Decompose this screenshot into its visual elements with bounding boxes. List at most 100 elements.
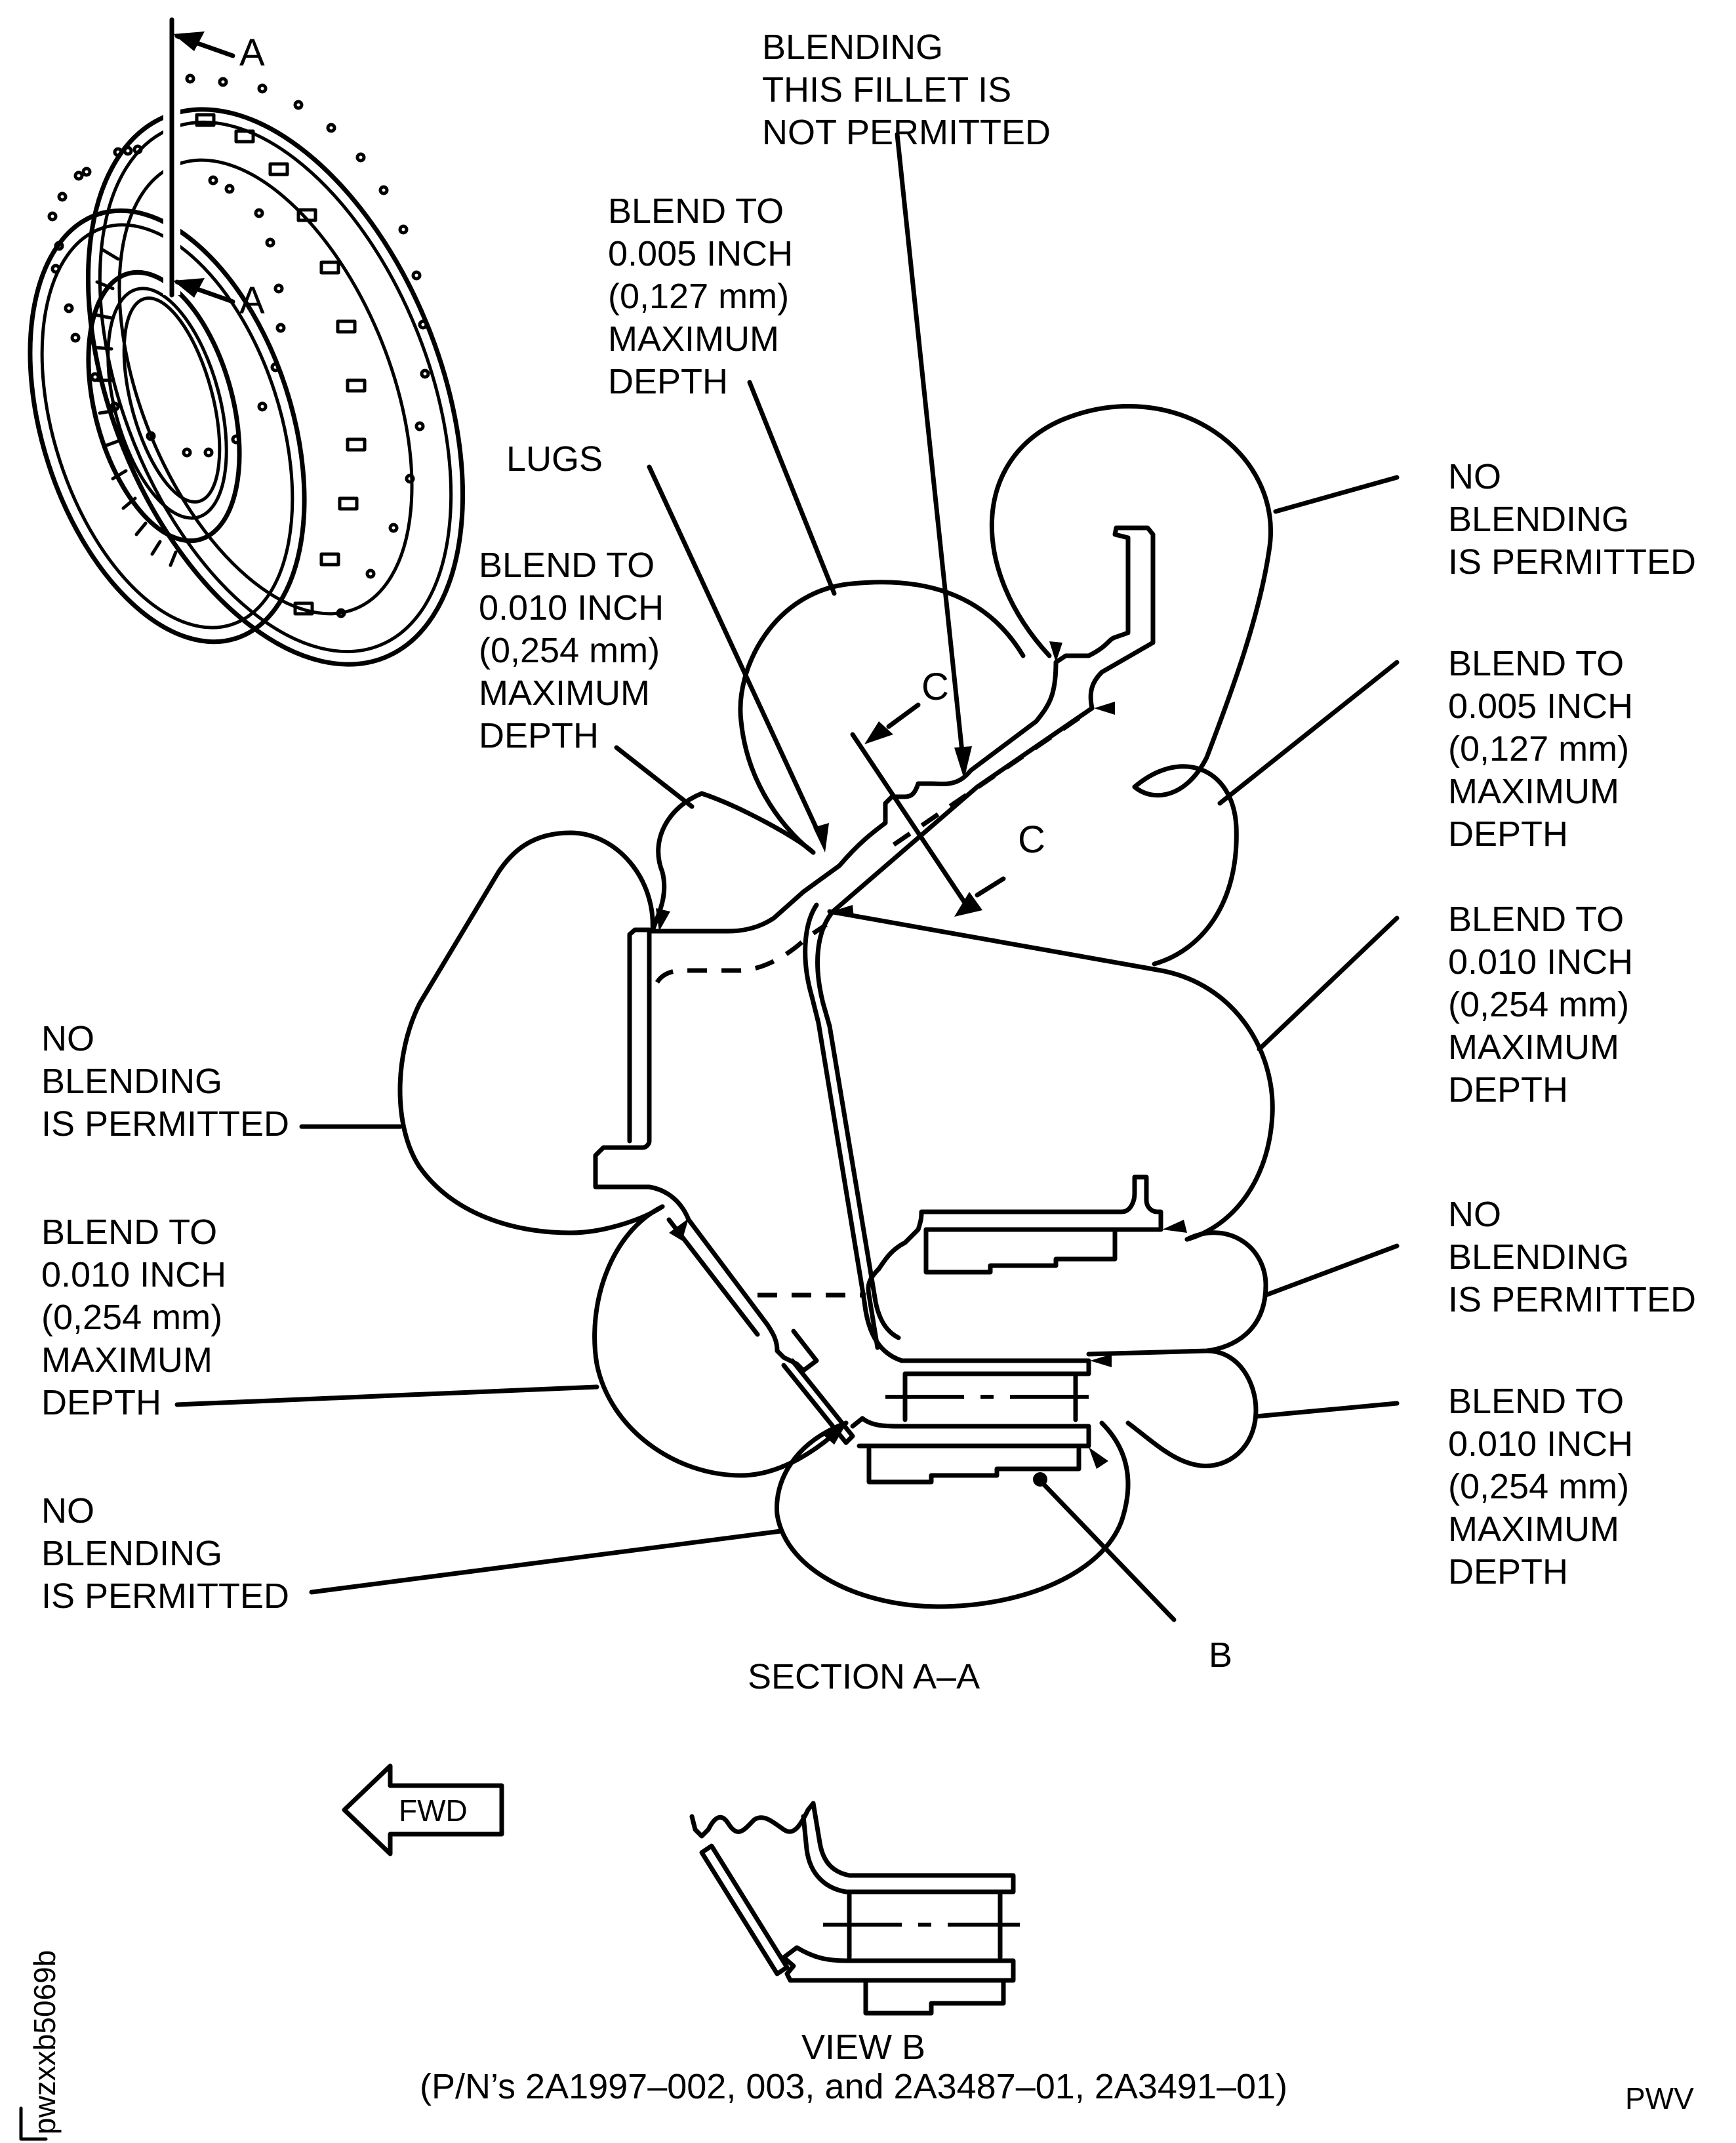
zone-no-blend-bottom [774,1420,1131,1609]
callout-line: NO [41,1491,94,1531]
callout-line: MAXIMUM [479,673,650,713]
section-c-markers: C C [850,666,1045,917]
callout-line: (0,254 mm) [41,1298,222,1337]
leader-blend-005-right [1217,660,1400,806]
callout-line: BLENDING [41,1062,222,1101]
upper-rail [899,1358,1091,1376]
callout-line: (0,127 mm) [608,277,789,316]
zone-no-blend-left [397,830,665,1235]
web-lower-curve [866,1266,881,1350]
callout-line: BLEND TO [608,191,784,231]
hidden-line-upper-arm [891,716,1080,848]
section-marker-c-top: C [921,666,949,708]
callout-right-blend-010-b: BLEND TO 0.010 INCH (0,254 mm) MAXIMUM D… [1448,1382,1633,1592]
front-flange-outer [28,208,307,645]
callout-right-no-blend-1: NO BLENDING IS PERMITTED [1448,457,1696,582]
upper-arm-bottom-edge [830,706,1095,914]
view-b-detail [689,1801,1020,2016]
callout-line: (0,254 mm) [479,631,660,670]
callout-line: BLENDING [1448,500,1629,539]
callout-line: DEPTH [479,716,599,755]
callout-top-left-blend: BLEND TO 0.005 INCH (0,127 mm) MAXIMUM D… [608,191,793,401]
leader-no-blend-left-2 [309,1529,783,1595]
zone-blend-010-mid-left-top [699,791,816,855]
bore-inner-2 [122,296,222,504]
section-marker-c-bottom: C [1018,818,1045,861]
view-b-seal-block [863,1978,1006,2016]
callout-line: NOT PERMITTED [762,113,1051,152]
vane-slats [93,247,178,567]
publisher-mark: PWV [1625,2081,1694,2115]
leader-no-blend-right-2 [1263,1243,1400,1298]
callout-line: 0.010 INCH [1448,1424,1633,1464]
fwd-direction-arrow: FWD [342,1763,504,1856]
leader-blend-010-mid-left [614,745,695,809]
section-a-a-profile [593,525,1163,1487]
hidden-line-left [655,923,828,984]
callout-right-no-blend-2: NO BLENDING IS PERMITTED [1448,1195,1696,1319]
lugs-row [195,113,367,616]
section-arrow-c-bottom-shaft [975,876,1006,898]
leader-view-b [1040,1481,1177,1622]
callout-line: BLEND TO [41,1212,217,1252]
bore-inner [106,287,228,520]
section-line-c [850,732,967,904]
section-arrow-bottom-head [173,278,205,298]
zone-blend-010-left [592,1204,849,1478]
section-arrow-top-head [173,31,205,51]
arrowhead-bottom-right [1089,1447,1108,1469]
arrowhead-left-flange [656,908,670,931]
section-marker-a-bottom: A [239,279,265,322]
section-marker-a-top: A [239,31,265,74]
view-b-part-numbers: (P/N’s 2A1997–002, 003, and 2A3487–01, 2… [420,2067,1287,2106]
leader-blend-010-right-a [1257,915,1400,1052]
web-inner [803,902,904,1363]
arrowhead-right-arm [1094,702,1115,715]
callout-line: MAXIMUM [41,1340,212,1380]
bolt-holes-front [47,144,286,458]
lower-rail [850,1416,1091,1449]
callout-line: 0.010 INCH [1448,942,1633,982]
callout-line: IS PERMITTED [41,1576,289,1616]
view-b-upper-flange [801,1801,1016,1894]
callout-line: BLENDING [41,1534,222,1573]
callout-line: MAXIMUM [1448,1510,1619,1549]
view-b-lower-flange [781,1945,1016,1983]
callout-line: NO [1448,457,1501,496]
bolt-holes-rear [185,73,430,618]
arrowhead-hook [1049,641,1062,662]
callout-line: DEPTH [41,1383,161,1422]
lower-seal-block [866,1447,1081,1485]
zone-blend-005-top [738,580,1026,855]
callout-line: IS PERMITTED [1448,542,1696,582]
arrowhead-upper-rail [1090,1354,1112,1367]
zone-no-blend-top-right [989,404,1273,798]
callout-line: DEPTH [1448,814,1568,854]
section-arrow-c-bottom-head [954,892,982,917]
rear-flange-outer [85,107,466,667]
callout-line: BLEND TO [479,546,655,585]
callout-line: DEPTH [608,362,728,401]
drawing-id-mark: pwzxxb5069b [19,1950,62,2141]
callout-line: MAXIMUM [1448,772,1619,811]
section-arrow-c-top-shaft [886,702,921,729]
arrow-left-icon [342,1763,504,1856]
arrowhead-lugs [813,823,829,852]
zone-blend-005-right [1132,764,1239,967]
callout-line: BLENDING [762,28,943,67]
callout-line: BLEND TO [1448,900,1624,939]
callout-lugs: LUGS [506,439,603,479]
callout-line: MAXIMUM [1448,1028,1619,1067]
upper-seal-block [923,1227,1118,1275]
callout-line: BLEND TO [1448,1382,1624,1421]
callout-line: NO [41,1019,94,1058]
upper-hook [1053,525,1156,711]
view-b-break-line [689,1801,816,1839]
callout-line: NO [1448,1195,1501,1234]
callout-line: DEPTH [1448,1552,1568,1592]
blend-zone-outlines [397,404,1275,1609]
drawing-id: pwzxxb5069b [28,1950,62,2134]
left-flange-outer [593,889,806,1222]
view-b-strut [699,1843,790,1976]
arrowhead-web [832,905,854,918]
